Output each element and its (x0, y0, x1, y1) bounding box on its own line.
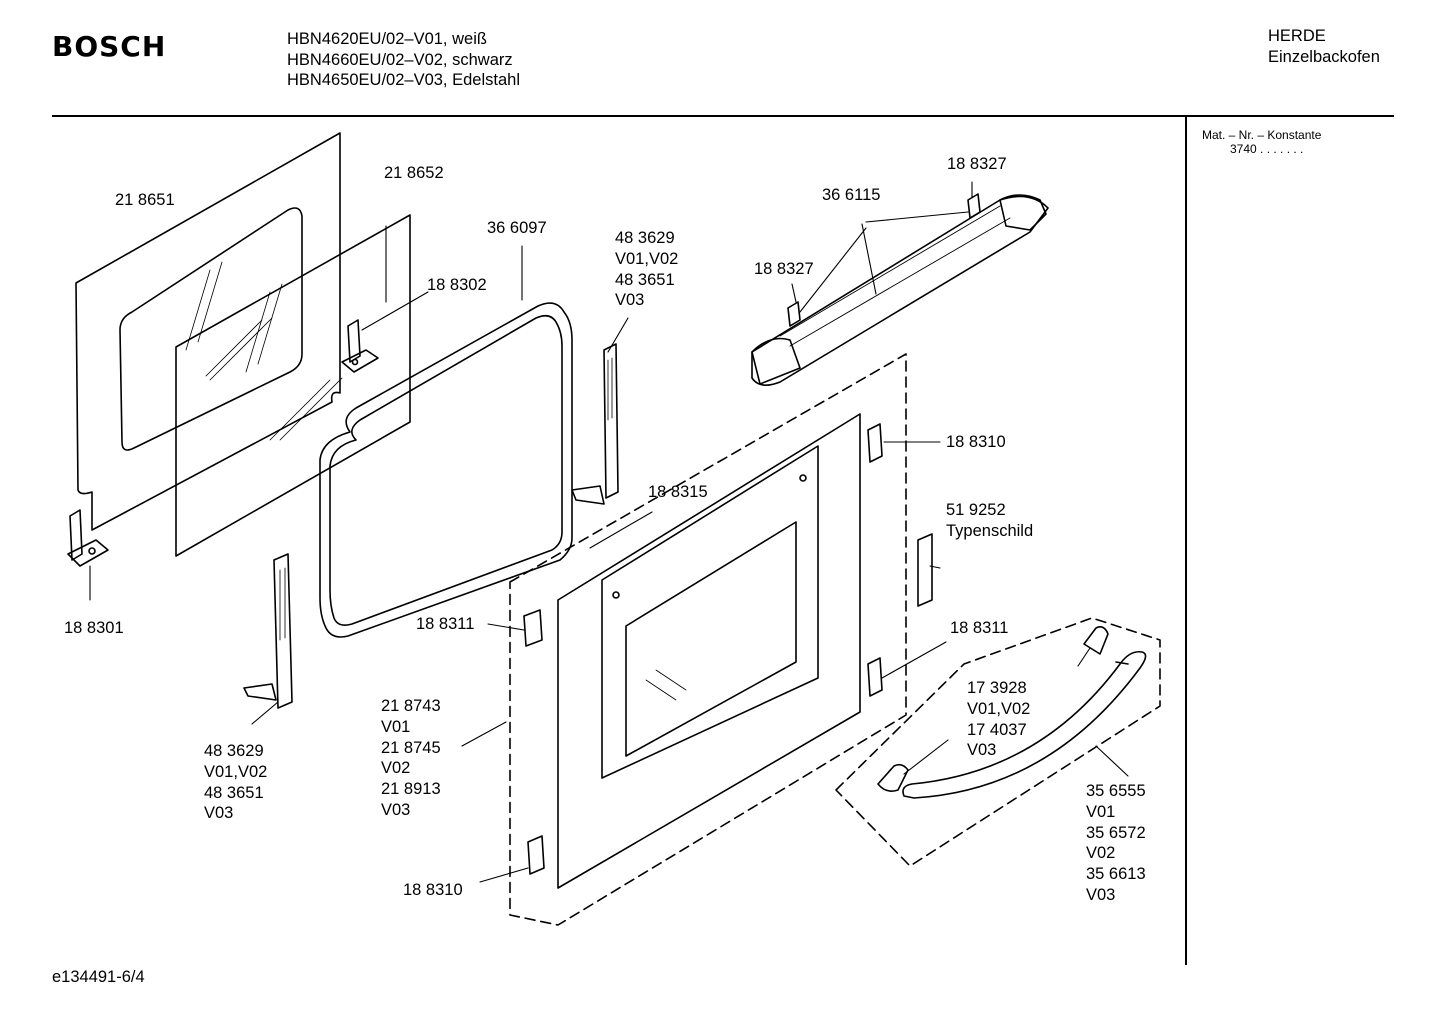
label-hinge-right: 48 3629 V01,V02 48 3651 V03 (615, 228, 678, 311)
bracket-bottom (527, 835, 545, 875)
label-bracket-right-mid: 18 8311 (950, 619, 1009, 637)
label-outer-glass: 21 8651 (115, 191, 175, 209)
leader-lines (89, 181, 1129, 883)
model-line: HBN4650EU/02–V03, Edelstahl (287, 71, 520, 89)
side-divider (1185, 117, 1187, 965)
label-line: V01,V02 (967, 699, 1031, 718)
label-bracket-left-mid: 18 8311 (416, 615, 475, 633)
label-bracket-right-top: 18 8310 (946, 433, 1006, 451)
handle-holder-left (877, 763, 909, 792)
label-handle: 35 6555 V01 35 6572 V02 35 6613 V03 (1086, 781, 1146, 906)
clip-bottom (67, 509, 109, 567)
mat-number-panel: Mat. – Nr. – Konstante 3740 . . . . . . … (1202, 128, 1321, 156)
label-line: V01 (381, 717, 411, 736)
label-line: V03 (1086, 885, 1116, 904)
bracket-right-mid (867, 657, 883, 697)
label-line: V01,V02 (615, 249, 679, 268)
type-plate (917, 533, 933, 607)
label-line: V03 (615, 291, 645, 310)
label-hinge-left: 48 3629 V01,V02 48 3651 V03 (204, 741, 267, 824)
label-line: 21 8745 (381, 738, 441, 757)
handle-assembly-box (835, 617, 1161, 867)
bracket-right-top (867, 423, 883, 463)
label-line: V02 (1086, 844, 1116, 863)
mat-number-value: 3740 . . . . . . . (1230, 142, 1304, 156)
label-front-panel: 21 8743 V01 21 8745 V02 21 8913 V03 (381, 696, 441, 821)
label-strip: 18 8315 (648, 483, 708, 501)
label-line: 48 3629 (615, 229, 675, 247)
label-line: 35 6572 (1086, 823, 1146, 842)
clip-top (341, 319, 379, 373)
handle (902, 650, 1147, 799)
endcap-top (967, 193, 981, 219)
model-line: HBN4620EU/02–V01, weiß (287, 30, 487, 48)
label-gasket: 36 6097 (487, 219, 547, 237)
hinge-left (243, 553, 293, 709)
label-line: V02 (381, 759, 411, 778)
handle-holder-right (1083, 626, 1109, 655)
label-handle-bar: 36 6115 (822, 186, 881, 204)
endcap-left (787, 301, 801, 327)
label-handle-holder: 17 3928 V01,V02 17 4037 V03 (967, 678, 1030, 761)
label-endcap-left: 18 8327 (754, 260, 814, 278)
label-line: V03 (204, 804, 234, 823)
label-line: 35 6613 (1086, 865, 1146, 884)
label-line: 35 6555 (1086, 782, 1146, 800)
label-line: V03 (967, 741, 997, 760)
brand-logo: BOSCH (52, 30, 167, 63)
header-rule (52, 115, 1394, 117)
label-clip-bottom: 18 8301 (64, 619, 124, 637)
label-line: 17 3928 (967, 679, 1027, 697)
label-line: 48 3629 (204, 742, 264, 760)
outer-glass-pane (75, 132, 341, 531)
hinge-right (571, 343, 619, 505)
label-clip-top: 18 8302 (427, 276, 487, 294)
label-line: 21 8913 (381, 780, 441, 799)
label-endcap-top: 18 8327 (947, 155, 1007, 173)
mat-number-label: Mat. – Nr. – Konstante (1202, 128, 1322, 142)
label-line: 51 9252 (946, 501, 1006, 519)
label-line: V03 (381, 800, 411, 819)
label-line: 48 3651 (204, 783, 264, 802)
category: HERDE Einzelbackofen (1268, 26, 1380, 67)
inner-glass-pane (175, 214, 411, 557)
label-line: Typenschild (946, 521, 1034, 540)
door-gasket (319, 302, 573, 638)
model-list: HBN4620EU/02–V01, weiß HBN4660EU/02–V02,… (287, 29, 520, 91)
label-line: V01 (1086, 802, 1116, 821)
label-type-plate: 51 9252 Typenschild (946, 500, 1033, 542)
model-line: HBN4660EU/02–V02, schwarz (287, 50, 513, 69)
front-panel (509, 353, 907, 926)
label-line: 21 8743 (381, 697, 441, 715)
bracket-left-mid (523, 609, 543, 647)
label-line: V01,V02 (204, 762, 268, 781)
category-main: HERDE (1268, 27, 1326, 45)
document-id: e134491-6/4 (52, 968, 145, 986)
label-line: 17 4037 (967, 720, 1027, 739)
label-line: 48 3651 (615, 270, 675, 289)
category-sub: Einzelbackofen (1268, 47, 1380, 66)
handle-bar (751, 194, 1049, 386)
label-bracket-bottom: 18 8310 (403, 881, 463, 899)
label-inner-glass: 21 8652 (384, 164, 444, 182)
